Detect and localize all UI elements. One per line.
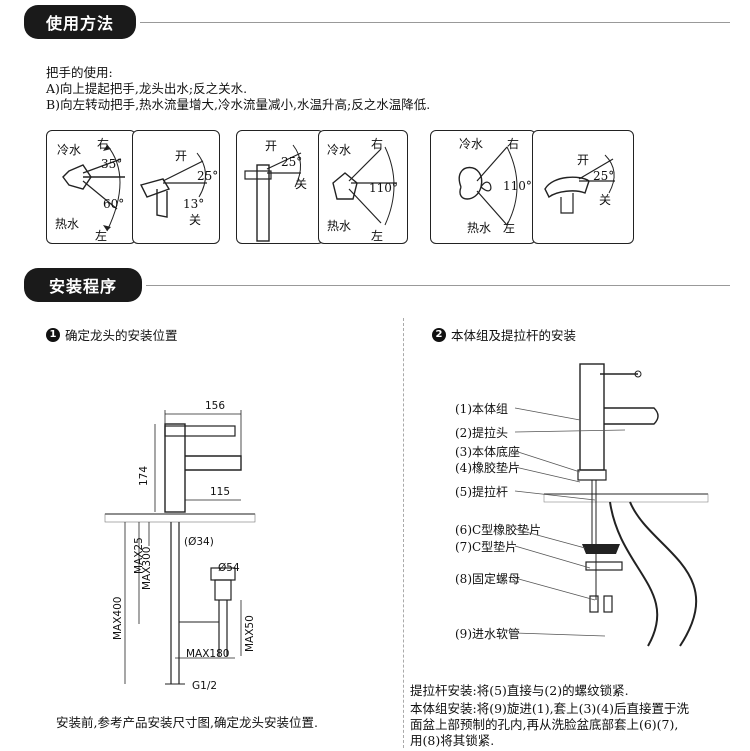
step2-title: 2 本体组及提拉杆的安装 [432, 325, 576, 344]
usage-line-a: A)向上提起把手,龙头出水;反之关水. [46, 81, 248, 96]
step1-number: 1 [46, 327, 60, 342]
tall-faucet-drawing [244, 144, 302, 242]
label-cold: 冷水 [57, 143, 82, 157]
part-label-5: (5)提拉杆 [455, 485, 508, 499]
diagram-panel-lever-2: 开 25° 关 [236, 130, 324, 244]
part-leader-lines [514, 407, 626, 637]
section-divider [146, 285, 730, 286]
column-divider [403, 318, 404, 748]
part-label-3: (3)本体底座 [455, 445, 520, 459]
loop-lever-side-drawing [544, 154, 615, 214]
usage-section-title: 使用方法 [24, 5, 136, 39]
diagram-panel-rotation-2: 冷水 右 110° 热水 左 [318, 130, 408, 244]
usage-heading: 把手的使用: [46, 65, 113, 80]
step2-note-line3: 面盆上部预制的孔内,再从洗脸盆底部套上(6)(7), [410, 717, 679, 732]
label-angle-60: 60° [103, 197, 125, 211]
label-left: 左 [371, 229, 384, 243]
faucet-assembly-drawing [543, 363, 709, 647]
label-right: 右 [97, 137, 110, 151]
dim-g12: G1/2 [192, 680, 218, 692]
label-hot: 热水 [467, 221, 492, 235]
part-label-9: (9)进水软管 [455, 627, 520, 641]
handle-rotation-110-drawing [332, 146, 397, 226]
label-angle-25: 25° [197, 169, 219, 183]
loop-handle-drawing [458, 146, 518, 226]
diagram-panel-lever-3: 开 25° 关 [532, 130, 634, 244]
diagram-panel-rotation-1: 冷水 右 35° 60° 热水 左 [46, 130, 136, 244]
label-hot: 热水 [327, 219, 352, 233]
step2-number: 2 [432, 327, 446, 342]
label-right: 右 [371, 137, 384, 151]
label-cold: 冷水 [459, 137, 484, 151]
lever-side-drawing [139, 152, 207, 218]
diagram-panel-lever-1: 开 25° 13° 关 [132, 130, 220, 244]
dim-156: 156 [205, 400, 226, 412]
label-angle-25: 25° [593, 169, 615, 183]
label-left: 左 [95, 229, 108, 243]
step1-note: 安装前,参考产品安装尺寸图,确定龙头安装位置. [56, 715, 318, 730]
label-close: 关 [295, 177, 308, 191]
label-cold: 冷水 [327, 143, 352, 157]
dim-54: Ø54 [218, 562, 240, 574]
diagram-panel-rotation-3: 冷水 右 110° 热水 左 [430, 130, 536, 244]
dim-max50: MAX50 [244, 615, 256, 652]
faucet-dimension-drawing [104, 410, 256, 685]
part-label-4: (4)橡胶垫片 [455, 461, 520, 475]
part-label-7: (7)C型垫片 [455, 540, 518, 554]
usage-line-b: B)向左转动把手,热水流量增大,冷水流量减小,水温升高;反之水温降低. [46, 97, 431, 112]
step1-title: 1 确定龙头的安装位置 [46, 325, 178, 344]
label-right: 右 [507, 137, 520, 151]
dim-115: 115 [210, 486, 231, 498]
dim-max180: MAX180 [186, 648, 230, 660]
dim-34: (Ø34) [184, 536, 214, 548]
step2-note-line2: 本体组安装:将(9)旋进(1),套上(3)(4)后直接置于洗 [410, 701, 690, 716]
label-angle-35: 35° [101, 157, 123, 171]
label-angle-25: 25° [281, 155, 303, 169]
part-label-8: (8)固定螺母 [455, 572, 520, 586]
label-close: 关 [599, 193, 612, 207]
step2-note-line1: 提拉杆安装:将(5)直接与(2)的螺纹锁紧. [410, 683, 629, 698]
label-hot: 热水 [55, 217, 80, 231]
part-label-6: (6)C型橡胶垫片 [455, 523, 542, 537]
handle-rotation-drawing [62, 144, 125, 232]
dim-max400: MAX400 [112, 596, 124, 640]
dim-174: 174 [138, 465, 150, 486]
label-close: 关 [189, 213, 202, 227]
step2-note-line4: 用(8)将其锁紧. [410, 733, 495, 748]
label-open: 开 [577, 153, 590, 167]
label-open: 开 [265, 139, 278, 153]
label-open: 开 [175, 149, 188, 163]
label-angle-110: 110° [503, 179, 532, 193]
label-angle-13: 13° [183, 197, 205, 211]
part-label-2: (2)提拉头 [455, 426, 508, 440]
install-section-title: 安装程序 [24, 268, 142, 302]
section-divider [140, 22, 730, 23]
part-label-1: (1)本体组 [455, 402, 508, 416]
label-angle-110: 110° [369, 181, 398, 195]
label-left: 左 [503, 221, 516, 235]
dim-max300: MAX300 [141, 546, 153, 590]
